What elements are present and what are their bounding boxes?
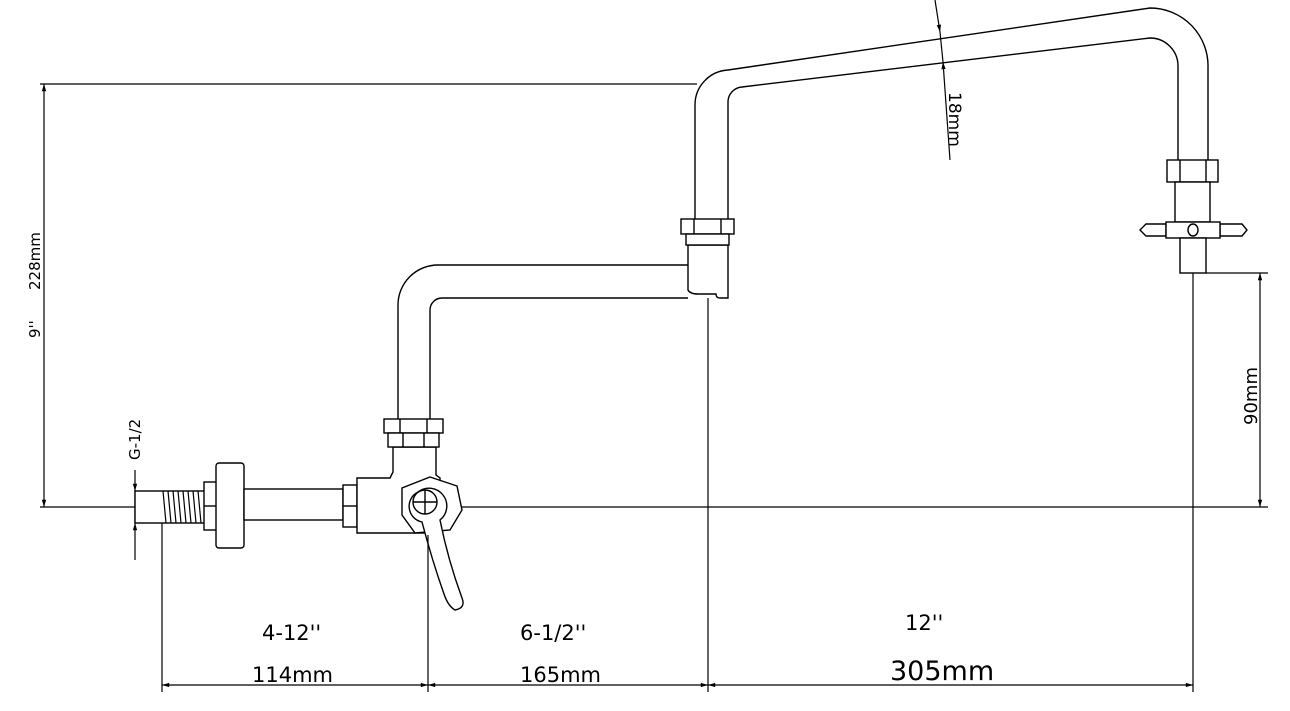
upper-spout (694, 7, 1248, 274)
spout-drop-dimension: 90mm (1206, 272, 1268, 507)
thread-label: G-1/2 (126, 419, 144, 460)
reach3-mm-label: 305mm (890, 656, 994, 687)
reach2-mm-label: 165mm (520, 663, 601, 687)
height-in-label: 9'' (26, 320, 44, 338)
reach3-in-label: 12'' (905, 611, 943, 635)
tube-dia-label: 18mm (944, 92, 964, 147)
lower-arm (397, 218, 735, 419)
spout-drop-label: 90mm (1241, 367, 1262, 425)
reach2-in-label: 6-1/2'' (520, 621, 586, 645)
valve-body (356, 418, 464, 611)
lever-handle (408, 487, 464, 611)
reach-dimensions: 4-12'' 114mm 6-1/2'' 165mm 12'' 305mm (161, 273, 1194, 692)
thread-dimension: G-1/2 (126, 419, 144, 560)
inlet-connector (134, 462, 358, 549)
reach1-mm-label: 114mm (252, 663, 333, 687)
height-dimension: 228mm 9'' (26, 83, 1268, 508)
flange (215, 462, 245, 549)
height-mm-label: 228mm (26, 232, 44, 290)
tube-diameter-dimension: 18mm (934, 0, 964, 161)
reach1-in-label: 4-12'' (262, 621, 321, 645)
